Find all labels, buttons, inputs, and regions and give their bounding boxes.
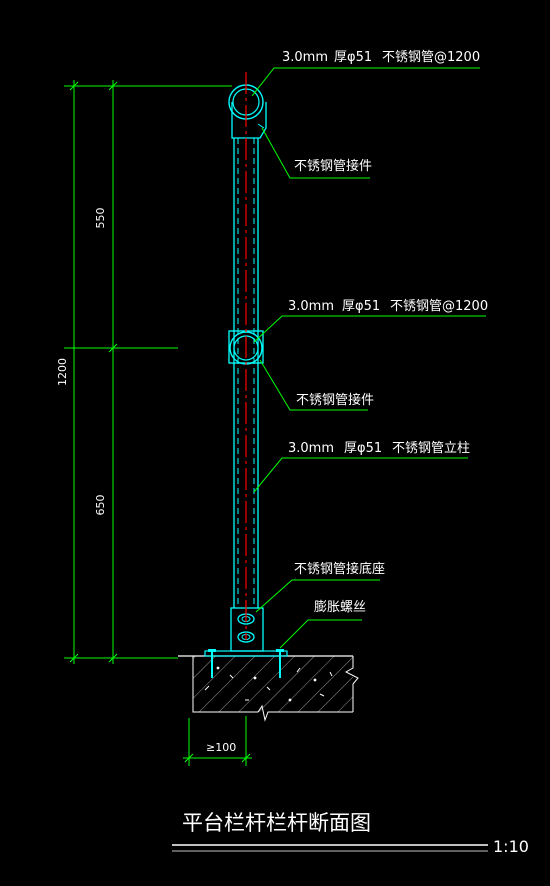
dim-total-height: 1200 — [56, 358, 69, 386]
svg-text:3.0mm: 3.0mm — [288, 441, 334, 456]
annotation-top-rail: 3.0mm 厚φ51 不锈钢管@1200 — [282, 50, 480, 65]
drawing-title: 平台栏杆栏杆断面图 — [182, 811, 371, 835]
post-pipe — [233, 138, 259, 608]
annotation-base-connector: 不锈钢管接底座 — [294, 561, 385, 577]
dim-upper-segment: 550 — [94, 208, 107, 229]
svg-text:厚φ51: 厚φ51 — [344, 441, 382, 456]
dimension-lines — [64, 80, 252, 766]
annotation-mid-rail: 3.0mm 厚φ51 不锈钢管@1200 — [288, 299, 488, 314]
annotation-connector-top: 不锈钢管接件 — [294, 158, 372, 174]
svg-text:3.0mm: 3.0mm — [288, 299, 334, 314]
svg-text:3.0mm: 3.0mm — [282, 50, 328, 65]
svg-text:厚φ51: 厚φ51 — [334, 50, 372, 65]
svg-text:厚φ51: 厚φ51 — [342, 299, 380, 314]
dim-lower-segment: 650 — [94, 495, 107, 516]
top-rail-connector — [228, 84, 267, 139]
annotation-anchor-bolt: 膨胀螺丝 — [314, 600, 366, 615]
annotation-connector-mid: 不锈钢管接件 — [296, 392, 374, 408]
annotation-post: 3.0mm 厚φ51 不锈钢管立柱 — [288, 441, 470, 456]
leader-lines — [251, 67, 486, 649]
concrete-slab — [178, 655, 359, 722]
svg-text:不锈钢管立柱: 不锈钢管立柱 — [392, 441, 470, 456]
drawing-scale: 1:10 — [493, 837, 529, 856]
base-connector — [230, 607, 264, 652]
svg-text:不锈钢管@1200: 不锈钢管@1200 — [390, 299, 488, 314]
dim-embed-width: ≥100 — [206, 741, 236, 754]
svg-text:不锈钢管@1200: 不锈钢管@1200 — [382, 50, 480, 65]
